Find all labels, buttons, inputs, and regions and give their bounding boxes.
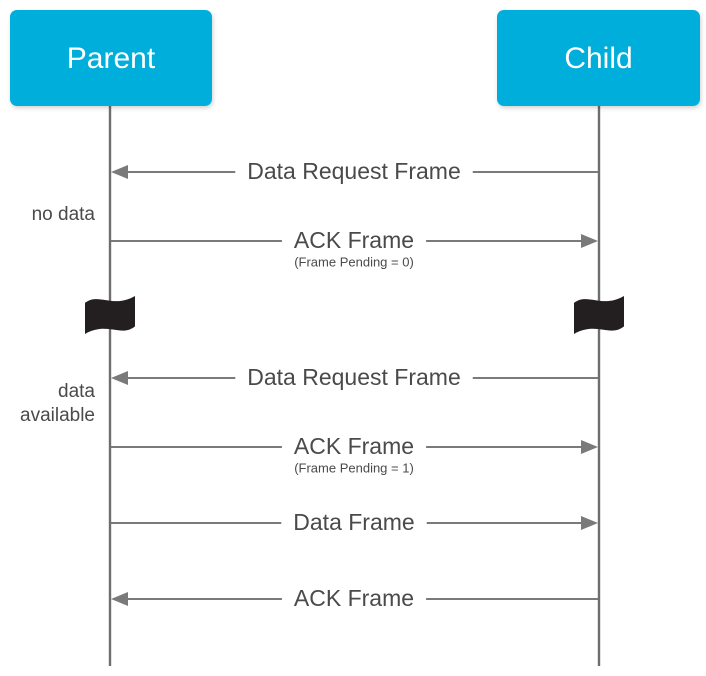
- message-label: ACK Frame: [294, 227, 414, 253]
- arrow-head-left-icon: [111, 165, 128, 179]
- side-note-line: no data: [32, 204, 96, 225]
- participant-label: Parent: [67, 42, 156, 75]
- break-flag-icon: [574, 296, 624, 334]
- message-msg-5: Data Frame: [111, 509, 598, 535]
- participant-box[interactable]: [10, 10, 212, 106]
- message-label: Data Request Frame: [247, 364, 460, 390]
- message-msg-1: Data Request Frame: [111, 158, 598, 184]
- arrow-head-left-icon: [111, 371, 128, 385]
- participant-parent[interactable]: Parent: [10, 10, 212, 106]
- message-label: ACK Frame: [294, 433, 414, 459]
- message-sublabel: (Frame Pending = 0): [294, 254, 414, 269]
- message-msg-6: ACK Frame: [111, 585, 598, 611]
- side-note-line: data: [58, 381, 95, 402]
- message-sublabel: (Frame Pending = 1): [294, 460, 414, 475]
- arrow-head-right-icon: [581, 516, 598, 530]
- arrow-head-left-icon: [111, 592, 128, 606]
- message-msg-3: Data Request Frame: [111, 364, 598, 390]
- arrow-head-right-icon: [581, 440, 598, 454]
- note-no-data: no data: [32, 204, 96, 225]
- message-label: Data Frame: [293, 509, 414, 535]
- participants-layer: Parent Child: [10, 10, 700, 106]
- message-label: Data Request Frame: [247, 158, 460, 184]
- participant-child[interactable]: Child: [497, 10, 700, 106]
- message-msg-2: ACK Frame(Frame Pending = 0): [111, 227, 598, 269]
- participant-box[interactable]: [497, 10, 700, 106]
- message-label: ACK Frame: [294, 585, 414, 611]
- lifelines-layer: [108, 106, 601, 666]
- side-notes-layer: no data data available: [20, 204, 95, 426]
- arrow-head-right-icon: [581, 234, 598, 248]
- break-flag-icon: [85, 296, 135, 334]
- break-markers-layer: [85, 296, 624, 334]
- participant-label: Child: [564, 42, 632, 75]
- note-data-available: data available: [20, 381, 95, 426]
- message-msg-4: ACK Frame(Frame Pending = 1): [111, 433, 598, 475]
- side-note-line: available: [20, 405, 95, 426]
